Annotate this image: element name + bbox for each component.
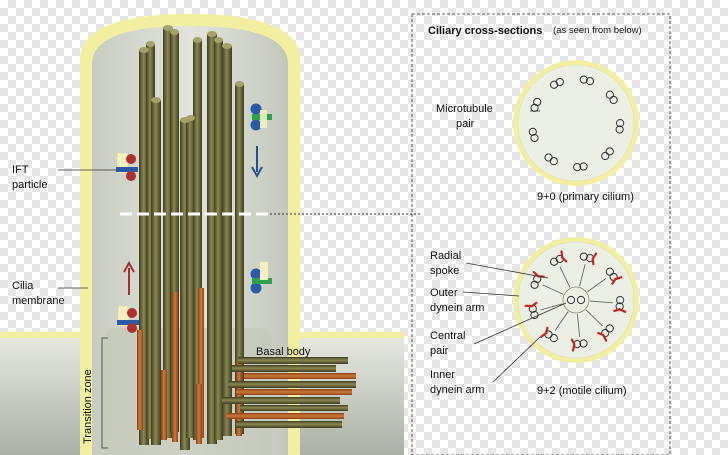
radial-spoke [540, 303, 563, 311]
primary-caption: 9+0 (primary cilium) [537, 191, 634, 203]
radial-leader-line [465, 262, 549, 279]
microtubule [222, 46, 232, 436]
motile-cilium-cross-section [513, 237, 639, 363]
radial-label-line2: spoke [430, 265, 459, 277]
inner-dynein-arm [613, 308, 621, 313]
microtubule [170, 32, 179, 432]
microtubule-label-line1: Microtubule [436, 103, 493, 115]
radial-spoke [587, 278, 607, 293]
microtubule-doublet [528, 127, 539, 143]
inner-dynein-arm [570, 338, 576, 346]
microtubule-doublet [544, 153, 558, 166]
inner-label-line2: dynein arm [430, 384, 484, 396]
motile-caption: 9+2 (motile cilium) [537, 385, 627, 397]
cell-membrane-right [294, 332, 404, 338]
ift-particle-icon [250, 103, 272, 131]
inner-dynein-arm [611, 278, 617, 285]
microtubule-doublet [615, 119, 625, 134]
inner-dynein-arm [530, 301, 538, 308]
arrow-down-icon [251, 146, 263, 179]
cross-section-panel [411, 13, 671, 455]
central-sheath [562, 286, 590, 314]
inner-dynein-arm [545, 326, 549, 335]
arrow-up-icon [123, 260, 135, 295]
radial-spoke [579, 264, 586, 287]
microtubule [207, 34, 217, 444]
microtubule [193, 40, 202, 440]
radial-spoke [585, 309, 603, 327]
radial-spoke [559, 266, 571, 288]
ift-particle-icon [117, 305, 139, 333]
cell-membrane-left [0, 332, 86, 338]
ift-label-line2: particle [12, 179, 47, 191]
microtubule [186, 118, 195, 438]
transition-zone-label: Transition zone [82, 369, 94, 444]
microtubule-doublet-ring [528, 75, 625, 172]
microtubule-doublet [605, 90, 618, 105]
inner-label-line1: Inner [430, 369, 455, 381]
radial-spoke [542, 284, 564, 295]
ift-particle-icon [250, 262, 272, 294]
radial-spoke [589, 300, 613, 304]
inner-dynein-arm [561, 256, 568, 263]
ift-particle-icon [116, 152, 138, 181]
microtubule [180, 120, 190, 450]
ift-label-line1: IFT [12, 164, 29, 176]
radial-label-line1: Radial [430, 250, 461, 262]
basal-body-label: Basal body [256, 346, 311, 358]
axoneme-microtubules [139, 25, 244, 450]
inner-dynein-arm [591, 257, 595, 266]
radial-spoke [554, 311, 569, 331]
radial-spoke [576, 313, 581, 337]
outer-label-line2: dynein arm [430, 302, 484, 314]
primary-cilium-cross-section [513, 60, 639, 186]
cilia-label-line1: Cilia [12, 280, 34, 292]
microtubule-doublet [549, 77, 564, 89]
microtubule-doublet [601, 147, 614, 161]
central-label-line2: pair [430, 345, 449, 357]
outer-label-line1: Outer [430, 287, 458, 299]
panel-title-note: (as seen from below) [553, 25, 642, 36]
microtubule-doublet [573, 162, 588, 172]
basal-body-tubes [222, 357, 356, 428]
microtubule [214, 40, 223, 440]
transition-zone-bracket [101, 337, 108, 449]
microtubule [151, 100, 161, 445]
microtubule [139, 50, 149, 445]
cilia-label-line2: membrane [12, 295, 65, 307]
microtubule-doublet-ring [524, 250, 627, 352]
outer-leader-line [462, 291, 520, 297]
inner-dynein-arm [597, 331, 605, 337]
microtubule [235, 84, 244, 434]
central-label-line1: Central [430, 330, 465, 342]
central-leader-line [473, 302, 567, 345]
panel-title: Ciliary cross-sections [428, 25, 542, 37]
microtubule [146, 44, 155, 439]
microtubule-doublet [579, 75, 595, 86]
radial-spokes [540, 264, 613, 337]
microtubule [163, 28, 173, 438]
inner-leader-line [492, 336, 541, 383]
microtubule-label-line2: pair [456, 118, 475, 130]
